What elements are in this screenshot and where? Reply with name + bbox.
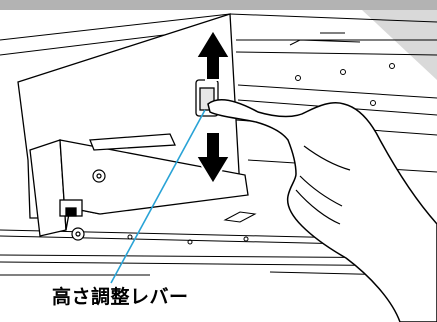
top-frame-bar xyxy=(0,0,437,10)
lever-callout-label: 高さ調整レバー xyxy=(52,286,189,308)
right-frame-edge xyxy=(362,10,437,80)
screws xyxy=(71,169,106,241)
callout-leader-line xyxy=(110,109,206,284)
pointing-hand xyxy=(207,99,437,322)
carriage-base xyxy=(29,133,249,237)
hand-knuckle-line xyxy=(295,145,351,225)
rail-holes xyxy=(127,63,395,245)
up-arrow-icon xyxy=(194,28,232,81)
down-arrow-icon xyxy=(194,131,232,186)
